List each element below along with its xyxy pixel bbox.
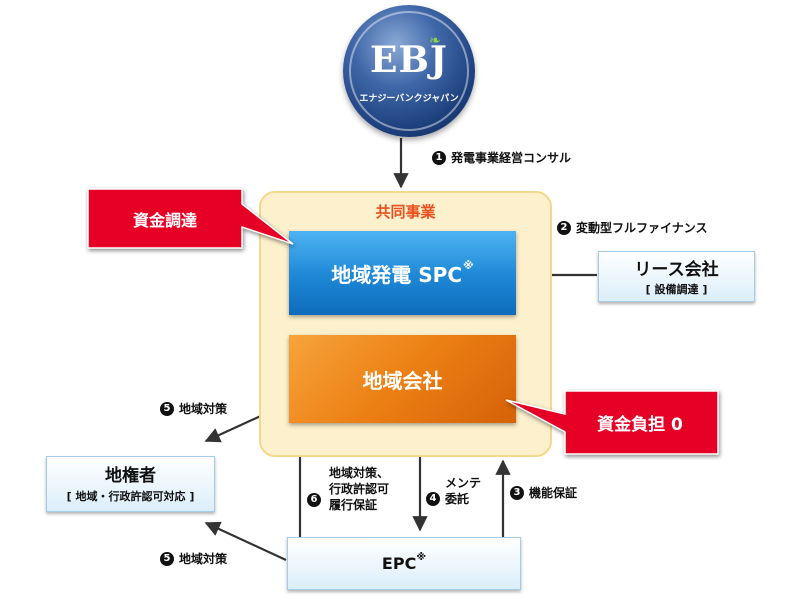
epc-box: EPC※ bbox=[287, 537, 521, 590]
number-badge: 5 bbox=[160, 401, 174, 416]
spc-box: 地域発電 SPC※ bbox=[289, 231, 516, 315]
annotation-text: 発電事業経営コンサル bbox=[451, 151, 572, 165]
number-badge: 1 bbox=[432, 150, 446, 165]
landowner-name: 地権者 bbox=[105, 466, 156, 486]
spc-name: 地域発電 SPC bbox=[331, 262, 462, 287]
number-badge: 6 bbox=[307, 492, 321, 507]
ebj-logo: EBJ ❧ エナジーバンクジャパン bbox=[343, 5, 475, 137]
logo-ring bbox=[349, 11, 469, 131]
landowner-sub: [ 地域・行政許認可対応 ] bbox=[66, 490, 195, 503]
annotation-local-measures-lower: 5 地域対策 bbox=[160, 550, 227, 567]
annotation-guarantee: 地域対策、 行政許認可 履行保証 bbox=[329, 465, 389, 513]
number-badge: 3 bbox=[510, 485, 524, 500]
number-badge: 2 bbox=[557, 220, 571, 235]
lease-company-name: リース会社 bbox=[634, 260, 719, 280]
number-6-wrap: 6 bbox=[307, 487, 326, 507]
annotation-local-measures-upper: 5 地域対策 bbox=[160, 400, 227, 417]
leaf-icon: ❧ bbox=[429, 33, 441, 49]
number-badge: 5 bbox=[160, 551, 174, 566]
joint-venture-label: 共同事業 bbox=[375, 203, 436, 221]
zero-burden-callout: 資金負担 0 bbox=[597, 414, 683, 435]
fundraising-callout-shape bbox=[87, 188, 294, 249]
annotation-text: 変動型フルファイナンス bbox=[576, 221, 708, 235]
annotation-text: 地域対策 bbox=[179, 402, 228, 416]
fundraising-callout: 資金調達 bbox=[132, 210, 197, 230]
epc-mark: ※ bbox=[416, 552, 427, 563]
number-4-wrap: 4 bbox=[426, 486, 445, 506]
local-company-box: 地域会社 bbox=[289, 335, 516, 423]
annotation-full-finance: 2 変動型フルファイナンス bbox=[557, 219, 708, 236]
annotation-function-guarantee: 3 機能保証 bbox=[510, 484, 577, 501]
logo-mark: EBJ bbox=[370, 39, 448, 81]
spc-mark: ※ bbox=[463, 258, 474, 272]
annotation-text: 機能保証 bbox=[529, 486, 578, 500]
logo-kana: エナジーバンクジャパン bbox=[359, 94, 459, 104]
landowner-box: 地権者 [ 地域・行政許認可対応 ] bbox=[46, 456, 215, 512]
annotation-line: 地域対策、 bbox=[329, 466, 390, 480]
arrow-epc-to-landowner bbox=[204, 521, 287, 561]
annotation-consulting: 1 発電事業経営コンサル bbox=[432, 149, 571, 166]
annotation-line: 行政許認可 bbox=[329, 482, 390, 496]
annotation-text: 地域対策 bbox=[179, 552, 228, 566]
local-company-name: 地域会社 bbox=[362, 368, 443, 393]
lease-company-box: リース会社 [ 設備調達 ] bbox=[598, 251, 755, 302]
annotation-line: 委託 bbox=[445, 492, 470, 506]
number-badge: 4 bbox=[426, 491, 440, 506]
annotation-line: メンテ bbox=[445, 476, 482, 490]
annotation-line: 履行保証 bbox=[329, 498, 378, 512]
zero-burden-callout-shape bbox=[505, 390, 719, 455]
lease-company-sub: [ 設備調達 ] bbox=[645, 283, 708, 296]
epc-name: EPC bbox=[381, 554, 417, 573]
annotation-maintenance: メンテ 委託 bbox=[445, 475, 481, 507]
